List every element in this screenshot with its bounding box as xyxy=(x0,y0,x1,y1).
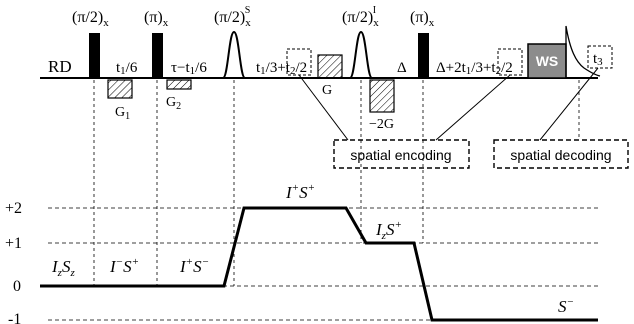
delay-label-t1-6: t1/6 xyxy=(116,60,138,77)
acq-label-t3: t3 xyxy=(593,51,603,68)
delay-label-tau: τ−t1/6 xyxy=(171,60,207,77)
y-tick-minus1: -1 xyxy=(8,311,21,324)
pulse-180x-first xyxy=(152,33,163,78)
gradient-label-g2: G2 xyxy=(166,95,181,112)
selective-pulse-s xyxy=(222,30,246,79)
pulse-label-180x-second: (π)x xyxy=(410,9,435,29)
rd-label: RD xyxy=(48,57,72,76)
decoding-arrow xyxy=(539,67,599,141)
state-label-i-plus-s-minus: I+S− xyxy=(179,256,209,276)
pulse-label-s90: (π/2)xS xyxy=(214,5,251,29)
y-tick-plus2: +2 xyxy=(5,200,22,217)
pulse-90x-first xyxy=(89,33,100,78)
gradient-label-minus-2g: −2G xyxy=(369,117,394,132)
encoding-arrow-2 xyxy=(435,74,511,141)
y-tick-zero: 0 xyxy=(13,278,21,295)
pulse-label-i90: (π/2)xI xyxy=(342,5,379,29)
state-label-i-minus-s-plus: I−S+ xyxy=(109,256,139,276)
state-label-i-plus-s-plus: I+S+ xyxy=(285,182,315,202)
pulse-180x-second xyxy=(418,33,429,78)
delay-label-delta-long: Δ+2t1/3+t2/2 xyxy=(436,60,513,77)
spatial-decoding-label: spatial decoding xyxy=(510,147,611,163)
selective-pulse-i xyxy=(349,30,373,79)
gradient-g2 xyxy=(166,79,192,90)
spatial-decoding-box xyxy=(493,139,629,169)
gradient-g xyxy=(317,54,343,79)
fid-decay xyxy=(565,25,601,78)
t3-box xyxy=(587,45,613,69)
state-label-s-minus: S− xyxy=(558,296,574,316)
gradient-label-g1: G1 xyxy=(115,105,130,122)
y-tick-plus1: +1 xyxy=(5,235,22,252)
gradient-minus-2g xyxy=(369,79,395,113)
pulse-label-180x-first: (π)x xyxy=(144,9,169,29)
spatial-encoding-label: spatial encoding xyxy=(350,147,451,163)
delay-label-t1-3-t2-2: t1/3+t2/2 xyxy=(256,60,307,77)
pulse-label-90x-first: (π/2)x xyxy=(72,9,109,29)
gradient-label-g: G xyxy=(322,83,332,98)
encoding-arrow-1 xyxy=(298,74,349,141)
state-label-iz-s-plus: IzS+ xyxy=(375,219,402,242)
delay-label-delta: Δ xyxy=(397,60,407,76)
gradient-g1 xyxy=(107,79,133,99)
coherence-pathway-line xyxy=(40,206,598,322)
ws-block xyxy=(527,43,567,79)
time-dividers xyxy=(93,80,580,286)
spatial-encoding-box xyxy=(333,139,470,169)
state-label-izsz: IzSz xyxy=(51,257,75,279)
ws-label: WS xyxy=(536,53,559,69)
